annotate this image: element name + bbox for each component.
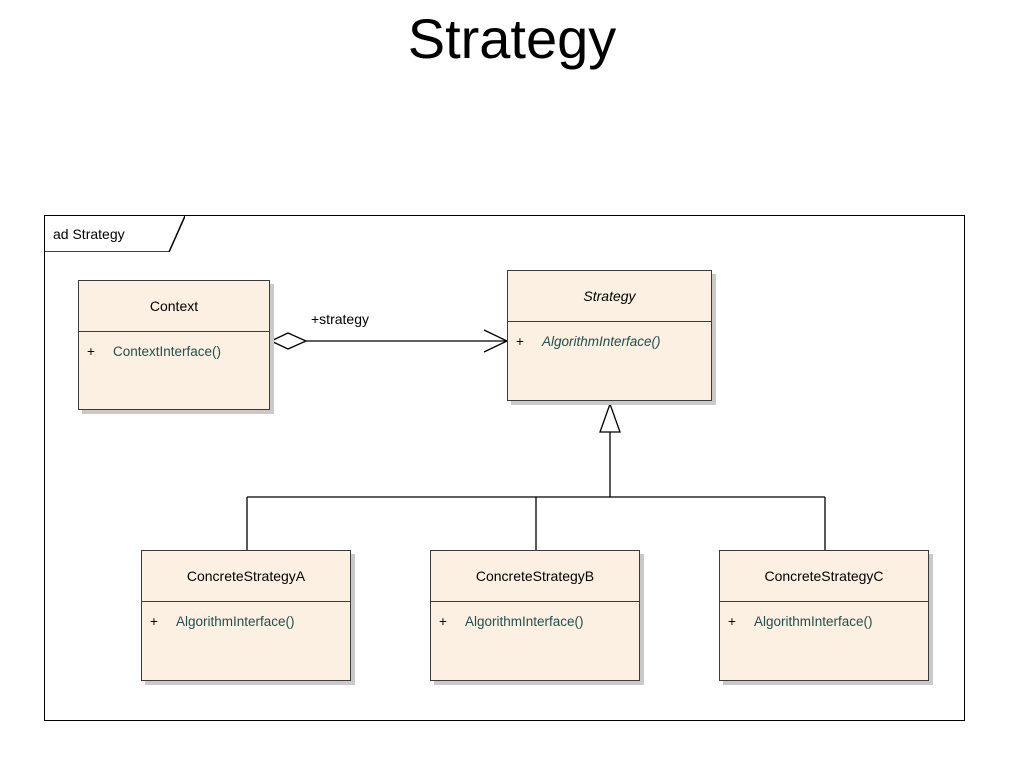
concrete-strategy-c-operations: + AlgorithmInterface() [720, 602, 928, 629]
strategy-operations: + AlgorithmInterface() [508, 322, 711, 349]
operation-name: AlgorithmInterface() [542, 334, 661, 349]
context-operations: + ContextInterface() [79, 332, 269, 359]
operation-name: ContextInterface() [113, 344, 222, 359]
concrete-strategy-b-operations: + AlgorithmInterface() [431, 602, 639, 629]
concrete-strategy-a-operations: + AlgorithmInterface() [142, 602, 350, 629]
concrete-strategy-c-class[interactable]: ConcreteStrategyC + AlgorithmInterface() [719, 550, 929, 681]
operation-row: + AlgorithmInterface() [431, 614, 639, 629]
association-role-label: +strategy [311, 311, 369, 327]
operation-row: + AlgorithmInterface() [142, 614, 350, 629]
context-class-name: Context [79, 281, 269, 332]
frame-label: ad Strategy [53, 226, 125, 242]
concrete-strategy-b-name: ConcreteStrategyB [431, 551, 639, 602]
slide-title: Strategy [407, 7, 617, 70]
visibility-public: + [439, 614, 447, 629]
visibility-public: + [87, 344, 95, 359]
operation-row: + ContextInterface() [79, 344, 269, 359]
generalization-triangle [599, 402, 621, 433]
concrete-strategy-c-name: ConcreteStrategyC [720, 551, 928, 602]
operation-row: + AlgorithmInterface() [508, 334, 711, 349]
visibility-public: + [516, 334, 524, 349]
visibility-public: + [150, 614, 158, 629]
operation-name: AlgorithmInterface() [176, 614, 295, 629]
strategy-class-name: Strategy [508, 271, 711, 322]
frame-tab [45, 216, 185, 252]
visibility-public: + [728, 614, 736, 629]
concrete-strategy-a-class[interactable]: ConcreteStrategyA + AlgorithmInterface() [141, 550, 351, 681]
operation-name: AlgorithmInterface() [465, 614, 584, 629]
operation-name: AlgorithmInterface() [754, 614, 873, 629]
concrete-strategy-a-name: ConcreteStrategyA [142, 551, 350, 602]
aggregation-diamond [269, 332, 308, 350]
context-class[interactable]: Context + ContextInterface() [78, 280, 270, 410]
operation-row: + AlgorithmInterface() [720, 614, 928, 629]
strategy-class[interactable]: Strategy + AlgorithmInterface() [507, 270, 712, 401]
concrete-strategy-b-class[interactable]: ConcreteStrategyB + AlgorithmInterface() [430, 550, 640, 681]
